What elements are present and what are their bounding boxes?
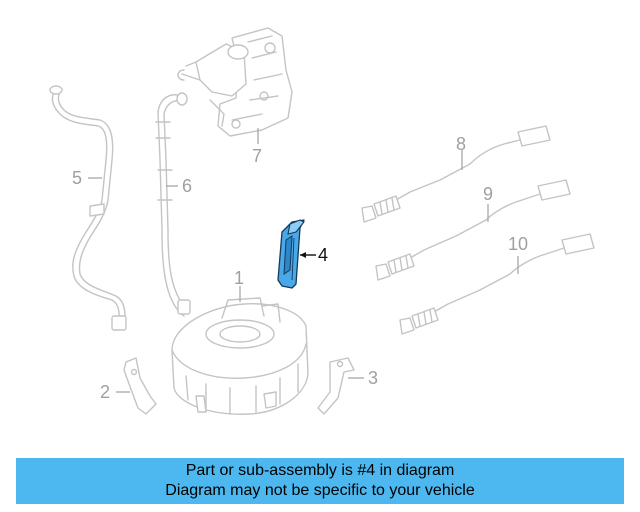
part-5-hose xyxy=(49,85,127,331)
part-4-heat-shield xyxy=(277,219,316,289)
part-2-bracket xyxy=(116,357,157,415)
part-8-oxygen-sensor xyxy=(361,125,551,223)
callout-2: 2 xyxy=(100,382,110,402)
callout-3: 3 xyxy=(368,368,378,388)
callout-9: 9 xyxy=(483,184,493,204)
callout-4: 4 xyxy=(318,245,328,265)
callout-7: 7 xyxy=(252,146,262,166)
parts-diagram: 1 2 3 4 5 6 7 8 9 10 xyxy=(49,27,595,415)
callout-10: 10 xyxy=(508,234,528,254)
part-6-hose xyxy=(155,92,191,317)
callout-8: 8 xyxy=(456,134,466,154)
caption-banner: Part or sub-assembly is #4 in diagram Di… xyxy=(16,458,624,504)
part-9-oxygen-sensor xyxy=(375,179,571,281)
part-10-oxygen-sensor xyxy=(399,233,595,335)
part-7-bracket-valve xyxy=(177,27,293,144)
caption-line-2: Diagram may not be specific to your vehi… xyxy=(165,482,475,499)
callout-6: 6 xyxy=(182,176,192,196)
part-1-canister xyxy=(171,286,309,415)
callout-5: 5 xyxy=(72,168,82,188)
callout-1: 1 xyxy=(234,268,244,288)
caption-line-1: Part or sub-assembly is #4 in diagram xyxy=(185,462,455,479)
part-3-bracket xyxy=(317,357,364,415)
